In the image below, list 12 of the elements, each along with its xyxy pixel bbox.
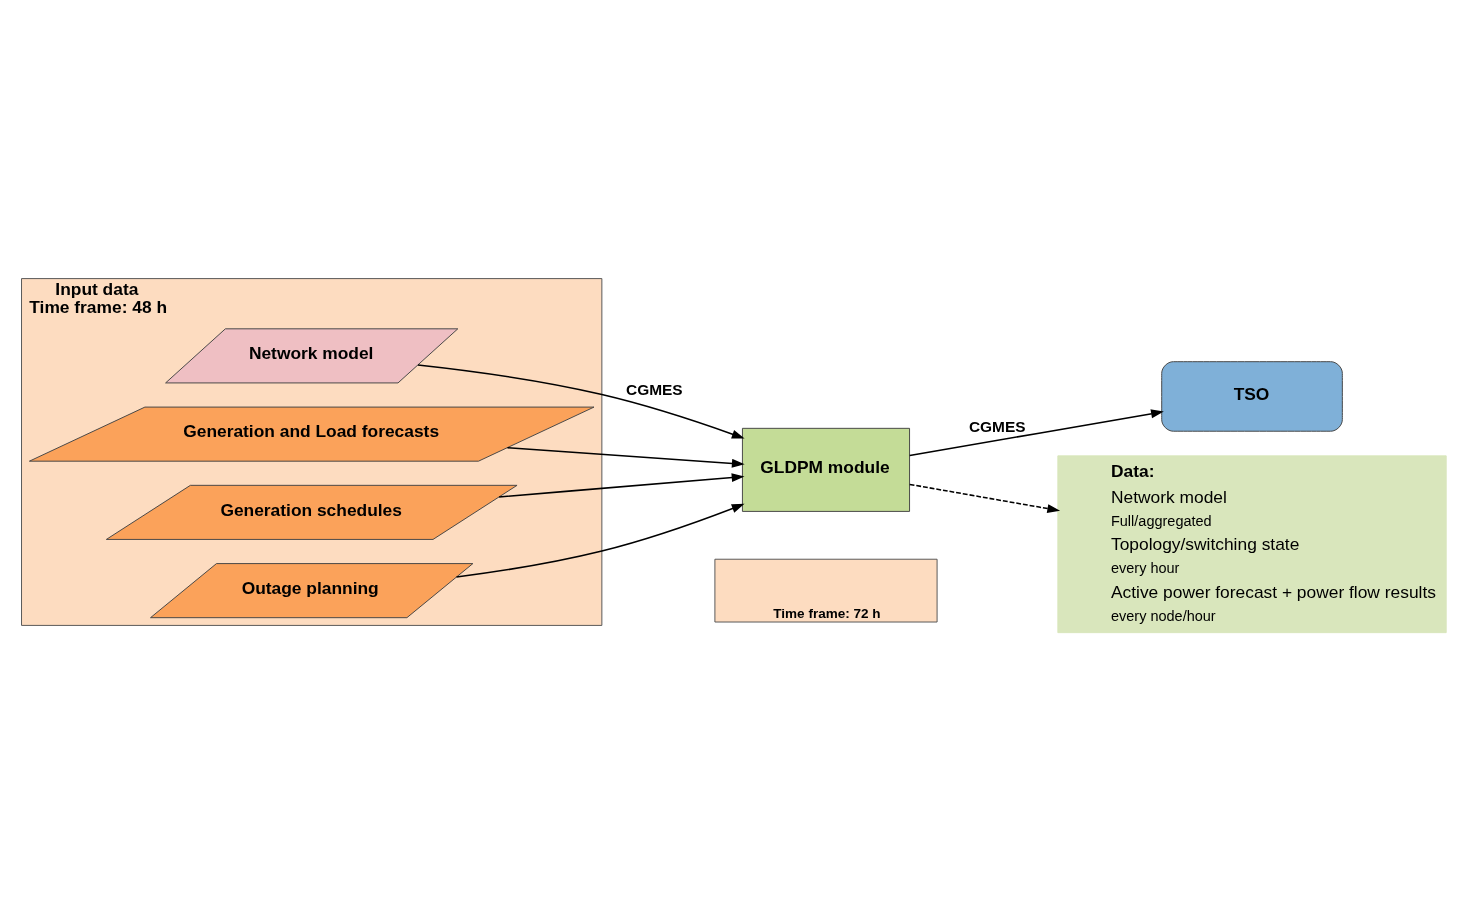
arrow	[498, 473, 745, 498]
node-box: GLDPM module	[741, 427, 911, 512]
edge-label: CGMES	[968, 418, 1026, 435]
arrow	[455, 503, 745, 578]
arrow	[908, 483, 1061, 513]
arrow	[506, 446, 745, 468]
edge-label: CGMES	[626, 381, 683, 399]
node-box: Time frame: 72 h	[714, 558, 938, 623]
node-box: TSO	[1161, 361, 1343, 432]
node-box: Data: Network model Full/aggregated Topology/switching state every hour Active power forecast + power flow results every node/hour	[1057, 455, 1447, 634]
arrow	[417, 364, 745, 439]
arrow	[908, 409, 1164, 457]
